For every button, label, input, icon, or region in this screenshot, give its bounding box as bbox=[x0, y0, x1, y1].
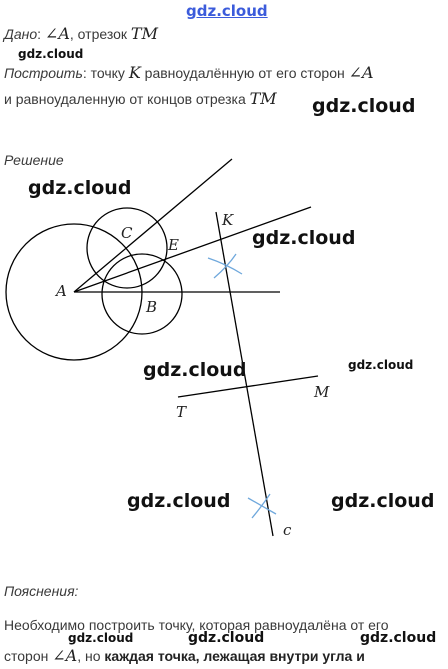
explanation-mid: , но bbox=[77, 648, 101, 664]
watermark: gdz.cloud bbox=[18, 47, 84, 61]
watermark: gdz.cloud bbox=[252, 227, 356, 249]
given-line: Дано: ∠A, отрезок TM bbox=[4, 24, 158, 43]
construct-line-2: и равноудаленную от концов отрезка TM bbox=[4, 89, 277, 108]
watermark: gdz.cloud bbox=[188, 630, 265, 646]
label-c-line: c bbox=[283, 521, 292, 539]
circle-b bbox=[101, 253, 183, 335]
construct-line-1: Построить: точку K равноудалённую от его… bbox=[4, 63, 374, 82]
segment-tm bbox=[177, 375, 319, 398]
watermark: gdz.cloud bbox=[331, 490, 435, 512]
explanation-angle: ∠A bbox=[52, 646, 78, 665]
explanations-label: Пояснения: bbox=[4, 583, 79, 599]
solution-label: Решение bbox=[4, 152, 64, 168]
construct-point: K bbox=[128, 63, 141, 82]
circle-c bbox=[86, 207, 168, 289]
angle-side-1 bbox=[73, 158, 233, 293]
label-t: T bbox=[176, 403, 187, 421]
label-a: A bbox=[54, 282, 67, 300]
arc-mark-top-2 bbox=[213, 253, 237, 279]
watermark: gdz.cloud bbox=[348, 358, 414, 372]
explanation-line-1: Необходимо построить точку, которая равн… bbox=[4, 617, 389, 633]
construct-text2: равноудалённую от его сторон bbox=[144, 65, 345, 81]
given-angle: ∠A bbox=[44, 24, 70, 43]
given-segment: TM bbox=[130, 24, 158, 43]
perpendicular-bisector bbox=[215, 211, 274, 537]
watermark: gdz.cloud bbox=[68, 631, 134, 645]
watermark: gdz.cloud bbox=[143, 359, 247, 381]
construct-label: Построить bbox=[4, 65, 83, 81]
given-sep: : bbox=[37, 26, 42, 42]
arc-mark-top-1 bbox=[207, 257, 243, 275]
arc-mark-bottom-2 bbox=[251, 493, 271, 519]
construct-text1: : точку bbox=[82, 65, 125, 81]
label-k: K bbox=[221, 211, 234, 229]
given-comma: , bbox=[69, 26, 74, 42]
label-c: C bbox=[121, 224, 133, 242]
watermark: gdz.cloud bbox=[28, 177, 132, 199]
given-label: Дано bbox=[4, 26, 38, 42]
header-watermark-link[interactable]: gdz.cloud bbox=[186, 2, 268, 20]
given-segment-word: отрезок bbox=[77, 26, 127, 42]
label-m: M bbox=[313, 383, 330, 401]
explanation-line-2: сторон ∠A, но каждая точка, лежащая внут… bbox=[4, 646, 365, 665]
watermark: gdz.cloud bbox=[360, 630, 437, 646]
label-b: B bbox=[145, 298, 157, 316]
label-e: E bbox=[167, 236, 179, 254]
watermark: gdz.cloud bbox=[312, 95, 416, 117]
explanation-bold: каждая точка, лежащая внутри угла и bbox=[104, 648, 365, 664]
construct-segment: TM bbox=[249, 89, 277, 108]
explanation-prefix: сторон bbox=[4, 648, 49, 664]
watermark: gdz.cloud bbox=[127, 490, 231, 512]
construct-text3: и равноудаленную от концов отрезка bbox=[4, 91, 246, 107]
construct-angle: ∠A bbox=[348, 63, 374, 82]
angle-bisector bbox=[73, 206, 312, 293]
